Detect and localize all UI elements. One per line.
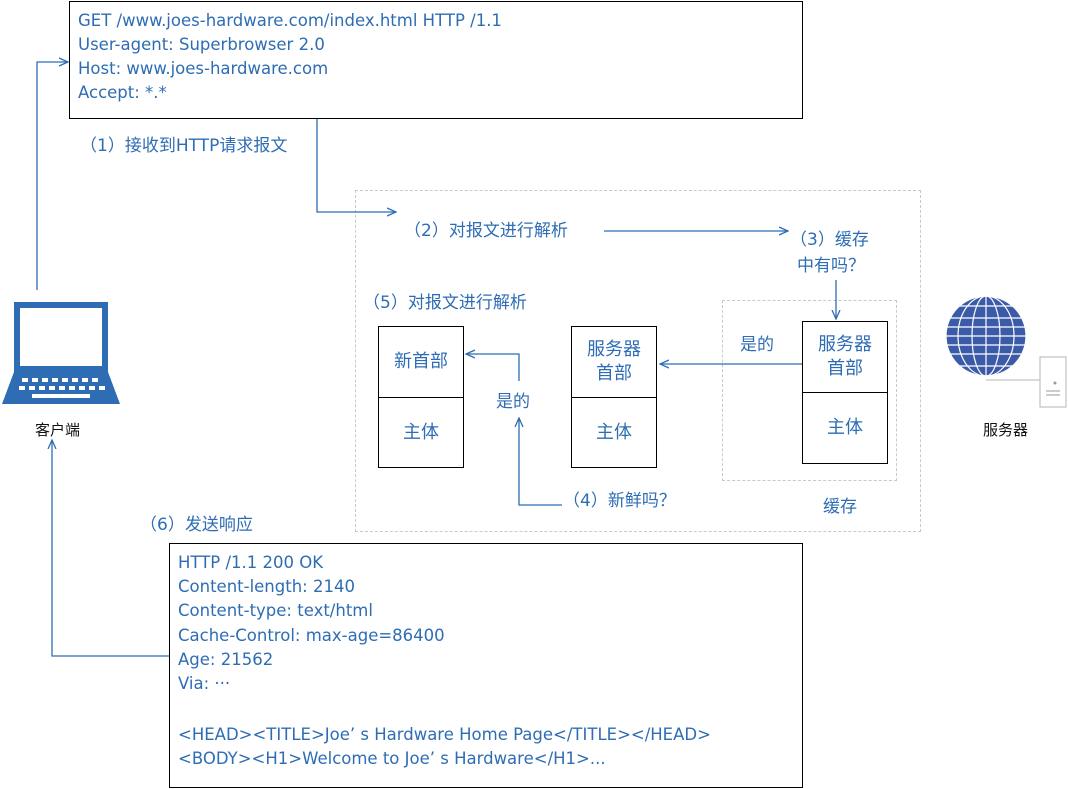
client-label: 客户端 <box>35 421 81 439</box>
cached-header-line2: 首部 <box>827 358 863 379</box>
globe-server-icon <box>945 295 1068 410</box>
server-header-copy-line2: 首部 <box>596 363 632 384</box>
response-header-content-length: Content-length: 2140 <box>178 577 355 597</box>
new-body-cell: 主体 <box>378 397 464 468</box>
response-header-via: Via: ··· <box>178 674 231 694</box>
new-body-label: 主体 <box>403 421 439 443</box>
response-message-box <box>169 543 803 788</box>
cached-header-line1: 服务器 <box>818 334 872 355</box>
response-message-lines: HTTP /1.1 200 OK Content-length: 2140 Co… <box>178 551 711 772</box>
server-header-copy-cell: 服务器 首部 <box>571 326 657 398</box>
response-body-body: <BODY><H1>Welcome to Joe’ s Hardware</H1… <box>178 749 606 769</box>
response-header-age: Age: 21562 <box>178 649 274 669</box>
yes-cache-hit-label: 是的 <box>740 335 774 355</box>
cache-region <box>722 300 897 481</box>
computer-icon <box>2 300 120 410</box>
cached-body-label: 主体 <box>827 417 863 438</box>
arrow-fresh-check-up <box>519 418 562 506</box>
arrow-response-to-client <box>52 440 169 657</box>
response-header-cache-control: Cache-Control: max-age=86400 <box>178 625 445 645</box>
arrow-client-to-request <box>36 62 68 290</box>
server-body-copy-label: 主体 <box>596 421 632 443</box>
processing-region <box>355 190 921 532</box>
request-header-host: Host: www.joes-hardware.com <box>78 59 329 78</box>
server-header-copy-line1: 服务器 <box>587 339 641 360</box>
new-header-label: 新首部 <box>394 351 448 372</box>
new-header-cell: 新首部 <box>378 326 464 398</box>
step-3-label-line1: （3）缓存 <box>790 230 869 250</box>
step-1-label: （1）接收到HTTP请求报文 <box>80 136 288 156</box>
arrow-request-to-parse <box>316 119 396 212</box>
server-body-copy-cell: 主体 <box>571 397 657 468</box>
arrow-yes-to-new-header <box>466 354 520 381</box>
response-header-content-type: Content-type: text/html <box>178 601 373 621</box>
cached-header-cell: 服务器 首部 <box>802 321 888 393</box>
step-4-label: （4）新鲜吗？ <box>563 491 676 511</box>
yes-fresh-label: 是的 <box>496 392 530 412</box>
step-3-label-line2: 中有吗？ <box>797 256 865 276</box>
step-6-label: （6）发送响应 <box>140 515 253 535</box>
response-status-line: HTTP /1.1 200 OK <box>178 553 324 572</box>
request-message-box <box>69 1 803 119</box>
step-2-label: （2）对报文进行解析 <box>404 221 568 241</box>
request-header-accept: Accept: *.* <box>78 83 167 102</box>
request-message-lines: GET /www.joes-hardware.com/index.html HT… <box>78 9 502 105</box>
server-label: 服务器 <box>983 421 1029 439</box>
step-5-label: （5）对报文进行解析 <box>363 293 527 313</box>
request-line: GET /www.joes-hardware.com/index.html HT… <box>78 11 502 30</box>
cache-label: 缓存 <box>823 497 857 517</box>
response-body-head: <HEAD><TITLE>Joe’ s Hardware Home Page</… <box>178 725 711 745</box>
cached-body-cell: 主体 <box>802 392 888 464</box>
request-header-user-agent: User-agent: Superbrowser 2.0 <box>78 35 325 54</box>
